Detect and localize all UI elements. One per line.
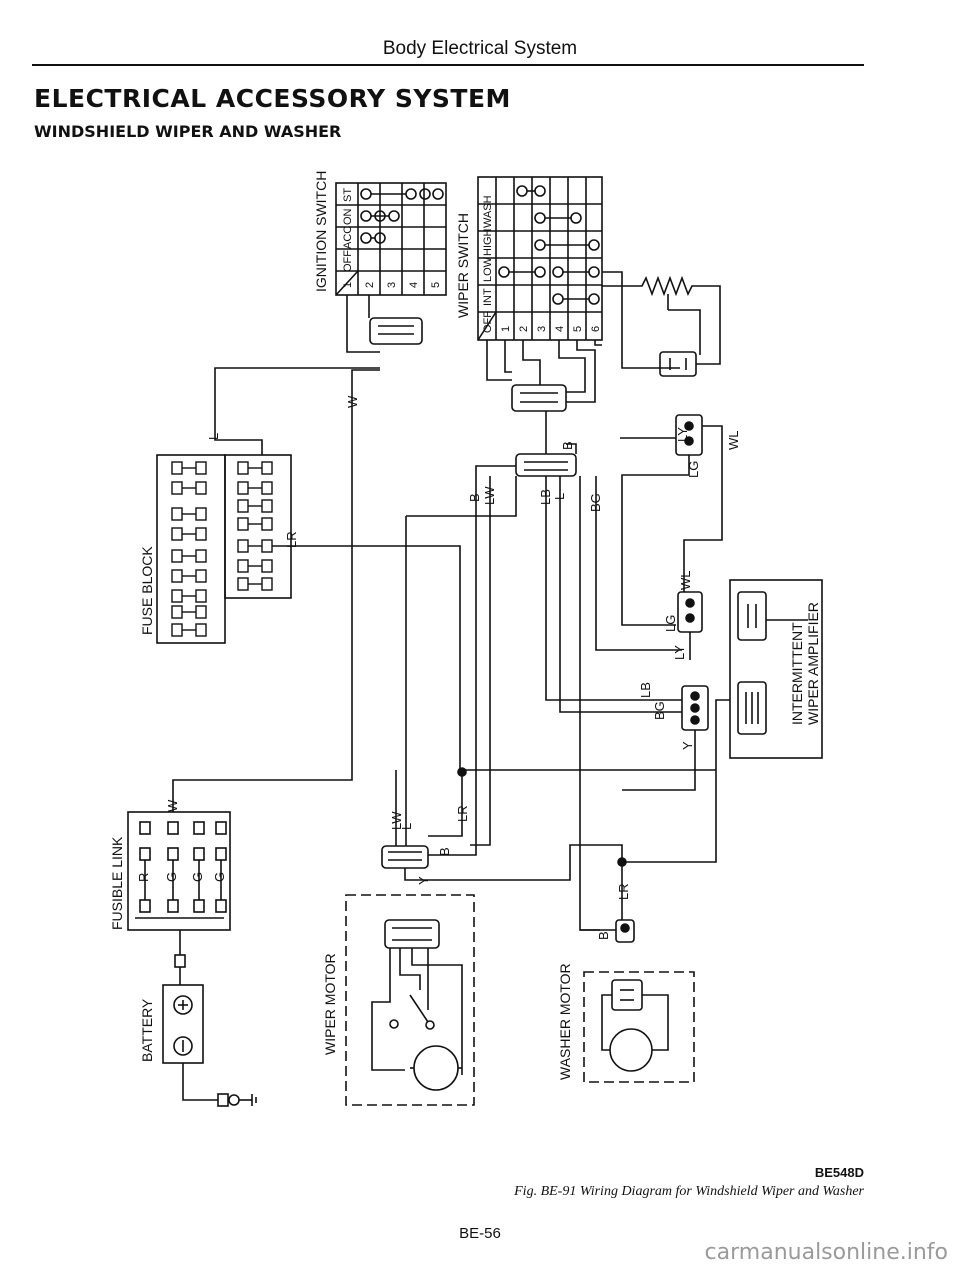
wiper-switch-label: WIPER SWITCH [455, 213, 471, 318]
wiper-switch-table [477, 176, 603, 341]
ign-pos-acc: ACC [342, 226, 354, 249]
wip-term-4: 4 [554, 326, 566, 332]
wire-label-y-low: Y [680, 741, 695, 750]
wire-label-l-low: L [399, 823, 414, 830]
wire-label-lg-top: LG [686, 461, 701, 478]
fuse-block [156, 454, 292, 644]
wire-label-g-2: G [190, 872, 205, 882]
sub-heading: WINDSHIELD WIPER AND WASHER [34, 122, 342, 141]
main-heading: ELECTRICAL ACCESSORY SYSTEM [34, 84, 511, 113]
wire-label-wl-mid: WL [678, 571, 693, 591]
ign-term-2: 2 [364, 282, 376, 288]
ign-term-1: 1 [342, 282, 354, 288]
fuse-block-label: FUSE BLOCK [139, 546, 155, 635]
page-number: BE-56 [459, 1225, 501, 1242]
wip-pos-int: INT [482, 288, 494, 306]
wire-label-y-motor: Y [416, 876, 431, 885]
wire-label-b-washer: B [596, 931, 611, 940]
amp-label-line1: INTERMITTENT [789, 622, 805, 725]
ign-term-5: 5 [430, 282, 442, 288]
wire-label-g-1: G [164, 872, 179, 882]
washer-motor-label: WASHER MOTOR [557, 963, 573, 1080]
wip-term-6: 6 [590, 326, 602, 332]
ignition-switch-label: IGNITION SWITCH [313, 171, 329, 292]
ign-pos-on: ON [342, 208, 354, 225]
wire-label-lb-mid: LB [538, 489, 553, 505]
wire-label-l-top: L [206, 433, 221, 440]
wire-label-lb-low: LB [638, 682, 653, 698]
wire-label-w-fuselink: W [165, 799, 180, 812]
header-rule [32, 64, 864, 66]
washer-motor [583, 971, 695, 1083]
wire-label-r: R [136, 873, 151, 882]
fusible-link [127, 811, 231, 931]
wire-label-b-low: B [437, 847, 452, 856]
ign-pos-st: ST [342, 188, 354, 202]
battery [162, 984, 257, 1107]
wire-label-b-top: B [560, 441, 575, 450]
section-header: Body Electrical System [382, 38, 578, 59]
ign-term-3: 3 [386, 282, 398, 288]
wire-label-b-mid: B [467, 493, 482, 502]
intermittent-wiper-amplifier [622, 579, 823, 863]
wire-label-ly-top: LY [675, 427, 690, 442]
wip-pos-off: OFF [482, 311, 494, 333]
wire-label-w-top: W [345, 395, 360, 408]
ign-term-4: 4 [408, 282, 420, 288]
wire-label-g-3: G [212, 872, 227, 882]
wire-label-ly-mid: LY [672, 645, 687, 660]
wiper-motor-label: WIPER MOTOR [322, 953, 338, 1055]
wip-term-2: 2 [518, 326, 530, 332]
fusible-link-label: FUSIBLE LINK [109, 836, 125, 930]
wire-label-lw-low: LW [389, 811, 404, 830]
ignition-switch-table [335, 182, 447, 296]
figure-code: BE548D [814, 1165, 864, 1180]
wiper-motor [345, 894, 475, 1106]
wip-term-5: 5 [572, 326, 584, 332]
wire-label-bg-low: BG [652, 701, 667, 720]
wip-pos-low: LOW [482, 256, 494, 282]
amp-label-line2: WIPER AMPLIFIER [805, 602, 821, 725]
wire-label-lw-mid: LW [482, 486, 497, 505]
wire-label-lr-low: LR [455, 805, 470, 822]
wire-label-lg-mid: LG [663, 615, 678, 632]
wire-label-lr-washer: LR [616, 883, 631, 900]
wire-label-wl-top: WL [726, 431, 741, 451]
wire-label-bg-mid: BG [588, 493, 603, 512]
wip-pos-high: HIGH [482, 228, 494, 256]
wip-term-3: 3 [536, 326, 548, 332]
wire-label-l-mid: L [552, 493, 567, 500]
battery-label: BATTERY [139, 998, 155, 1062]
wip-term-1: 1 [500, 326, 512, 332]
wip-pos-wash: WASH [482, 195, 494, 228]
figure-caption: Fig. BE-91 Wiring Diagram for Windshield… [514, 1184, 864, 1199]
watermark: carmanualsonline.info [704, 1240, 948, 1265]
ign-pos-off: OFF [342, 250, 354, 272]
wire-label-lr-fuse: LR [284, 531, 299, 548]
